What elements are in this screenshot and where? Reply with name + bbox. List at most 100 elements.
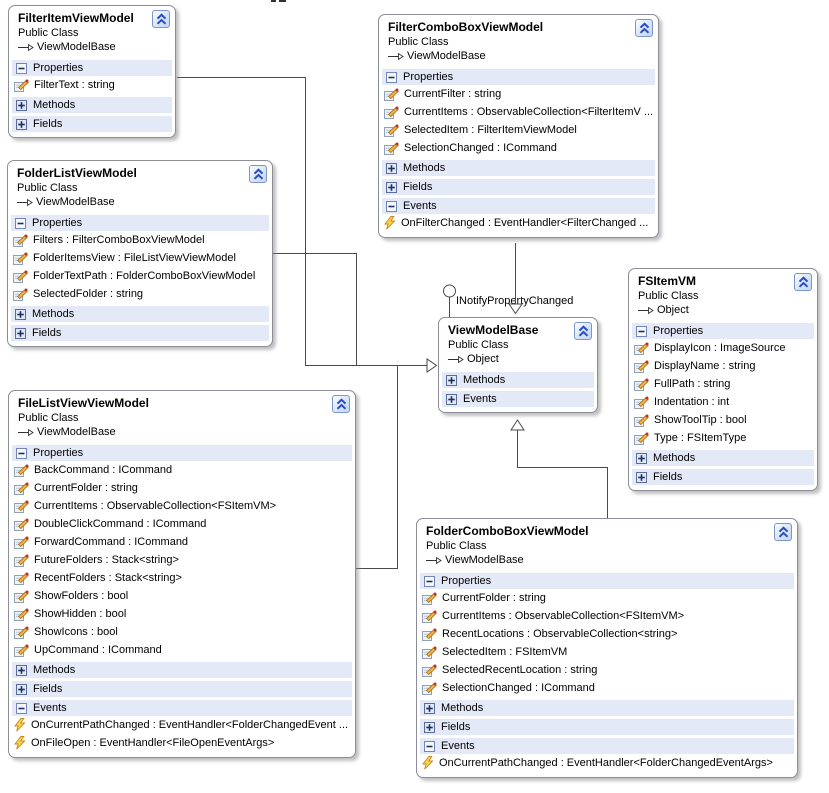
collapse-minus-icon xyxy=(16,702,27,714)
property-member-row[interactable]: CurrentItems : ObservableCollection<FSIt… xyxy=(417,607,797,625)
property-member-row[interactable]: SelectionChanged : ICommand xyxy=(379,139,658,157)
property-member-row[interactable]: SelectedFolder : string xyxy=(8,285,272,303)
expand-plus-icon xyxy=(386,162,397,174)
property-member-row[interactable]: SelectedRecentLocation : string xyxy=(417,661,797,679)
expand-compartment-toggle[interactable] xyxy=(15,308,26,320)
event-member-row[interactable]: OnFileOpen : EventHandler<FileOpenEventA… xyxy=(9,734,355,752)
property-member-row[interactable]: FilterText : string xyxy=(9,76,175,94)
property-member-row[interactable]: FolderItemsView : FileListViewViewModel xyxy=(8,249,272,267)
property-member-row[interactable]: ShowIcons : bool xyxy=(9,623,355,641)
property-icon xyxy=(634,360,649,373)
property-member-row[interactable]: SelectedItem : FSItemVM xyxy=(417,643,797,661)
expand-compartment-toggle[interactable] xyxy=(636,452,647,464)
expand-compartment-toggle[interactable] xyxy=(424,702,435,714)
property-member-row[interactable]: Indentation : int xyxy=(629,393,817,411)
expand-compartment-toggle[interactable] xyxy=(424,721,435,733)
collapse-minus-icon xyxy=(424,740,435,752)
property-member-row[interactable]: ForwardCommand : ICommand xyxy=(9,533,355,551)
compartment-header-events: Events xyxy=(442,391,594,407)
collapse-box-button[interactable] xyxy=(794,273,812,291)
event-member-row[interactable]: OnCurrentPathChanged : EventHandler<Fold… xyxy=(9,716,355,734)
class-base-row: ViewModelBase xyxy=(17,195,248,209)
expand-compartment-toggle[interactable] xyxy=(386,162,397,174)
compartment-header-methods: Methods xyxy=(632,450,814,466)
property-member-row[interactable]: Filters : FilterComboBoxViewModel xyxy=(8,231,272,249)
property-member-row[interactable]: BackCommand : ICommand xyxy=(9,461,355,479)
member-text: FullPath : string xyxy=(654,378,731,390)
property-member-row[interactable]: FullPath : string xyxy=(629,375,817,393)
compartment-label: Fields xyxy=(441,721,471,733)
property-member-row[interactable]: ShowFolders : bool xyxy=(9,587,355,605)
collapse-compartment-toggle[interactable] xyxy=(386,200,397,212)
expand-compartment-toggle[interactable] xyxy=(16,99,27,111)
expand-compartment-toggle[interactable] xyxy=(386,181,397,193)
expand-plus-icon xyxy=(636,471,647,483)
compartment-header-properties: Properties xyxy=(382,69,655,85)
collapse-compartment-toggle[interactable] xyxy=(386,71,397,83)
collapse-compartment-toggle[interactable] xyxy=(16,447,27,459)
collapse-compartment-toggle[interactable] xyxy=(16,62,27,74)
property-member-row[interactable]: CurrentItems : ObservableCollection<Filt… xyxy=(379,103,658,121)
property-member-row[interactable]: RecentLocations : ObservableCollection<s… xyxy=(417,625,797,643)
compartment-header-fields: Fields xyxy=(632,469,814,485)
property-member-row[interactable]: RecentFolders : Stack<string> xyxy=(9,569,355,587)
property-member-row[interactable]: CurrentFilter : string xyxy=(379,85,658,103)
expand-compartment-toggle[interactable] xyxy=(636,471,647,483)
expand-compartment-toggle[interactable] xyxy=(16,118,27,130)
member-text: OnCurrentPathChanged : EventHandler<Fold… xyxy=(439,757,773,769)
compartment-label: Events xyxy=(33,702,67,714)
property-member-row[interactable]: SelectionChanged : ICommand xyxy=(417,679,797,697)
collapse-box-button[interactable] xyxy=(774,523,792,541)
expand-compartment-toggle[interactable] xyxy=(446,393,457,405)
property-member-row[interactable]: ShowToolTip : bool xyxy=(629,411,817,429)
expand-compartment-toggle[interactable] xyxy=(15,327,26,339)
member-text: DisplayIcon : ImageSource xyxy=(654,342,786,354)
member-text: FolderItemsView : FileListViewViewModel xyxy=(33,252,236,264)
collapse-box-button[interactable] xyxy=(635,19,653,37)
event-member-row[interactable]: OnFilterChanged : EventHandler<FilterCha… xyxy=(379,214,658,232)
property-member-row[interactable]: DoubleClickCommand : ICommand xyxy=(9,515,355,533)
compartment-header-fields: Fields xyxy=(11,325,269,341)
property-member-row[interactable]: SelectedItem : FilterItemViewModel xyxy=(379,121,658,139)
property-member-row[interactable]: CurrentFolder : string xyxy=(9,479,355,497)
expand-compartment-toggle[interactable] xyxy=(16,683,27,695)
event-member-row[interactable]: OnCurrentPathChanged : EventHandler<Fold… xyxy=(417,754,797,772)
collapse-compartment-toggle[interactable] xyxy=(16,702,27,714)
expand-plus-icon xyxy=(424,721,435,733)
collapse-box-button[interactable] xyxy=(332,395,350,413)
property-icon xyxy=(422,592,437,605)
expand-compartment-toggle[interactable] xyxy=(446,374,457,386)
collapse-compartment-toggle[interactable] xyxy=(636,325,647,337)
property-icon xyxy=(634,396,649,409)
screen-artifact xyxy=(271,0,276,2)
property-icon xyxy=(422,646,437,659)
property-member-row[interactable]: FutureFolders : Stack<string> xyxy=(9,551,355,569)
property-icon xyxy=(384,124,399,137)
collapse-box-button[interactable] xyxy=(574,322,592,340)
inherits-arrow-icon xyxy=(638,306,654,315)
member-text: SelectedItem : FSItemVM xyxy=(442,646,568,658)
property-member-row[interactable]: FolderTextPath : FolderComboBoxViewModel xyxy=(8,267,272,285)
property-member-row[interactable]: DisplayIcon : ImageSource xyxy=(629,339,817,357)
collapse-compartment-toggle[interactable] xyxy=(15,217,26,229)
collapse-box-button[interactable] xyxy=(152,10,170,28)
collapse-compartment-toggle[interactable] xyxy=(424,740,435,752)
collapse-compartment-toggle[interactable] xyxy=(424,575,435,587)
property-member-row[interactable]: Type : FSItemType xyxy=(629,429,817,447)
property-member-row[interactable]: ShowHidden : bool xyxy=(9,605,355,623)
collapse-box-button[interactable] xyxy=(249,165,267,183)
property-member-row[interactable]: CurrentItems : ObservableCollection<FSIt… xyxy=(9,497,355,515)
class-modifier: Public Class xyxy=(17,182,78,194)
expand-compartment-toggle[interactable] xyxy=(16,664,27,676)
property-member-row[interactable]: UpCommand : ICommand xyxy=(9,641,355,659)
property-member-row[interactable]: DisplayName : string xyxy=(629,357,817,375)
property-member-row[interactable]: CurrentFolder : string xyxy=(417,589,797,607)
member-text: OnCurrentPathChanged : EventHandler<Fold… xyxy=(31,719,349,731)
